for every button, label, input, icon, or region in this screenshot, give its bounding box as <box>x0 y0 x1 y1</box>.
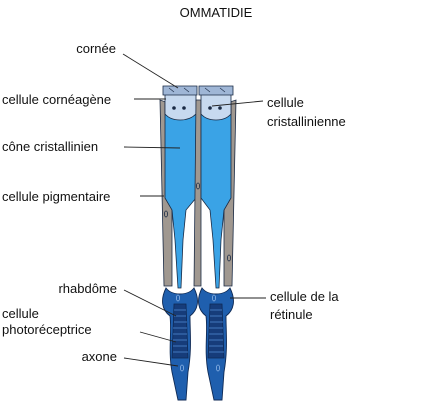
leader-cone <box>123 146 181 149</box>
pigment-nucleus-middle <box>195 182 200 190</box>
label-cone-cristallinien: cône cristallinien <box>2 139 98 154</box>
pigment-nucleus-left <box>163 210 168 218</box>
label-retinule-line1: cellule de la <box>270 289 339 304</box>
leader-photoreceptrice <box>139 331 177 343</box>
retinula-nucleus <box>175 294 180 302</box>
rhabdom-left <box>171 303 189 359</box>
label-cristallinienne-line2: cristallinienne <box>267 114 346 129</box>
label-cellule-corneagene: cellule cornéagène <box>2 92 111 107</box>
corneagen-nucleus <box>208 106 212 110</box>
retinula-nucleus <box>215 364 220 372</box>
leader-lines <box>122 53 266 367</box>
retinula-nucleus <box>179 364 184 372</box>
diagram-title: OMMATIDIE <box>180 5 253 20</box>
leader-rhabdome <box>123 289 177 317</box>
left-ommatidium <box>159 85 198 401</box>
corneagen-cell-left <box>164 91 197 121</box>
rhabdom-right <box>207 303 225 359</box>
right-ommatidium <box>193 85 237 401</box>
pigment-cell-middle <box>193 99 202 287</box>
cornea-left <box>162 85 198 96</box>
label-cristallinienne-line1: cellule <box>267 95 304 110</box>
leader-cristallinienne <box>211 100 264 107</box>
leader-cornee <box>122 53 179 89</box>
cornea-right <box>198 85 234 96</box>
corneagen-nucleus <box>218 106 222 110</box>
label-cornee: cornée <box>76 41 116 56</box>
label-cellule-pigmentaire: cellule pigmentaire <box>2 189 110 204</box>
leader-axone <box>123 357 179 367</box>
label-rhabdome: rhabdôme <box>58 281 117 296</box>
label-retinule-line2: rétinule <box>270 307 313 322</box>
crystalline-cone-right <box>200 101 232 289</box>
retinula-nucleus <box>211 294 216 302</box>
label-photoreceptrice-line2: photoréceptrice <box>2 322 92 337</box>
rhabdom-striations-right <box>209 309 224 353</box>
corneagen-nucleus <box>182 106 186 110</box>
pigment-nucleus-right <box>226 254 231 262</box>
label-photoreceptrice-line1: cellule <box>2 306 39 321</box>
corneagen-nucleus <box>172 106 176 110</box>
label-axone: axone <box>82 349 117 364</box>
